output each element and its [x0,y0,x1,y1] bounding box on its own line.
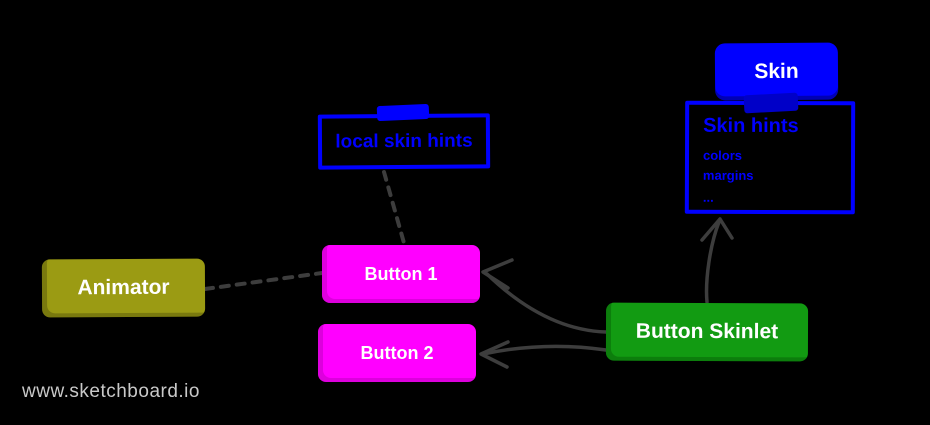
skin-hints-title: Skin hints [703,114,799,138]
skin-hints-item-margins: margins [702,167,754,183]
node-local-skin-hints[interactable]: local skin hints [317,113,491,170]
edge-button-skinlet-to-button1[interactable] [481,258,608,334]
arrowhead-skin-hints [700,217,734,242]
node-skin-hints[interactable]: Skin hints colors margins ... [684,100,856,215]
skin-hints-item-ellipsis: ... [702,189,714,205]
edge-button-skinlet-to-skin-hints[interactable] [700,217,734,304]
arrowhead-button2 [479,340,510,369]
node-animator[interactable]: Animator [41,258,206,318]
button-skinlet-label: Button Skinlet [635,319,779,344]
node-button-skinlet[interactable]: Button Skinlet [605,302,809,362]
node-skin[interactable]: Skin [714,42,839,101]
skin-hints-item-colors: colors [702,147,743,163]
button-1-label: Button 1 [364,263,438,284]
local-skin-hints-label: local skin hints [335,130,473,152]
watermark-text: www.sketchboard.io [22,381,200,402]
arrowhead-button1 [481,258,514,290]
node-button-2[interactable]: Button 2 [318,324,476,382]
animator-label: Animator [77,275,170,300]
skin-label: Skin [754,59,799,83]
edge-button-skinlet-to-button2[interactable] [479,340,608,369]
edge-local-skin-hints-to-button1[interactable] [382,170,406,245]
edge-animator-to-button1[interactable] [203,271,324,291]
node-button-1[interactable]: Button 1 [322,245,480,303]
skin-connector-scribble [743,92,799,114]
button-2-label: Button 2 [360,342,434,363]
local-skin-hints-tab-scribble [376,103,430,122]
